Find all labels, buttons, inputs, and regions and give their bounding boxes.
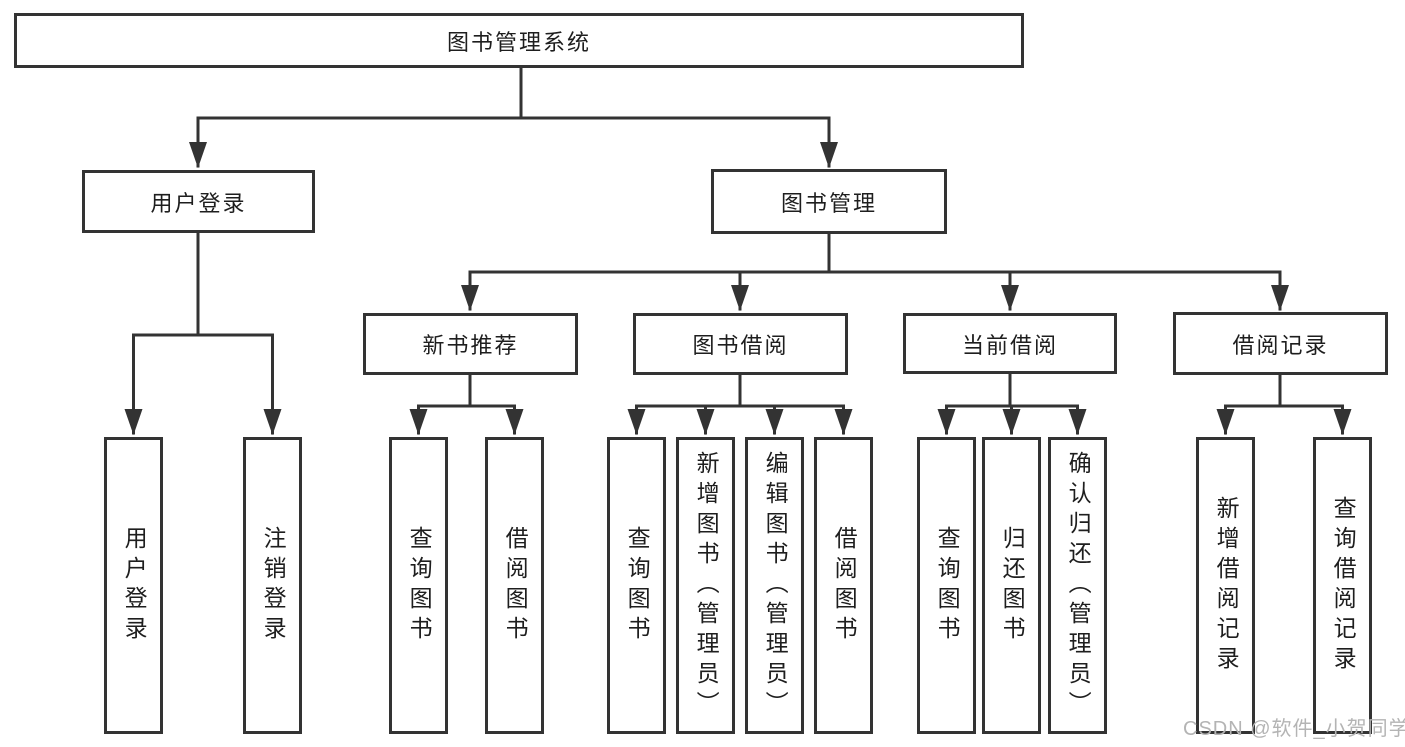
leaf-query-books-current: 查询图书 [917,437,976,734]
node-label: 当前借阅 [961,332,1058,358]
node-label: 新增图书（管理员） [693,450,720,721]
leaf-borrow-books: 借阅图书 [814,437,873,734]
node-label: 编辑图书（管理员） [762,450,789,721]
node-root: 图书管理系统 [14,13,1024,68]
node-label: 图书管理 [780,190,877,216]
leaf-borrow-books-recommend: 借阅图书 [485,437,544,734]
node-label: 用户登录 [150,190,247,216]
leaf-logout: 注销登录 [243,437,302,734]
leaf-confirm-return-admin: 确认归还（管理员） [1048,437,1107,734]
leaf-edit-book-admin: 编辑图书（管理员） [745,437,804,734]
node-label: 确认归还（管理员） [1065,450,1092,721]
node-new-book-recommend: 新书推荐 [363,313,578,375]
node-borrow-records: 借阅记录 [1173,312,1388,375]
leaf-add-borrow-record: 新增借阅记录 [1196,437,1255,734]
node-label: 借阅图书 [502,525,529,646]
node-user-login: 用户登录 [82,170,315,233]
node-label: 图书借阅 [692,333,789,358]
node-label: 查询图书 [624,525,651,646]
node-label: 图书管理系统 [446,29,591,55]
node-label: 查询图书 [406,525,433,646]
node-label: 借阅记录 [1232,332,1329,358]
node-label: 归还图书 [999,525,1026,646]
leaf-return-book: 归还图书 [982,437,1041,734]
node-book-borrow: 图书借阅 [633,313,848,375]
node-current-borrow: 当前借阅 [903,313,1117,374]
node-label: 新增借阅记录 [1213,495,1240,676]
node-label: 查询借阅记录 [1330,495,1357,676]
node-label: 注销登录 [260,525,287,646]
leaf-query-borrow-record: 查询借阅记录 [1313,437,1372,734]
node-label: 借阅图书 [831,525,858,646]
leaf-query-books-recommend: 查询图书 [389,437,448,734]
node-book-management: 图书管理 [711,169,947,234]
watermark: CSDN @软件_小贺同学 [1183,718,1405,740]
node-label: 用户登录 [121,525,148,646]
node-label: 查询图书 [934,525,961,646]
leaf-query-books-borrow: 查询图书 [607,437,666,734]
node-label: 新书推荐 [422,333,519,358]
leaf-user-login: 用户登录 [104,437,163,734]
leaf-add-book-admin: 新增图书（管理员） [676,437,735,734]
